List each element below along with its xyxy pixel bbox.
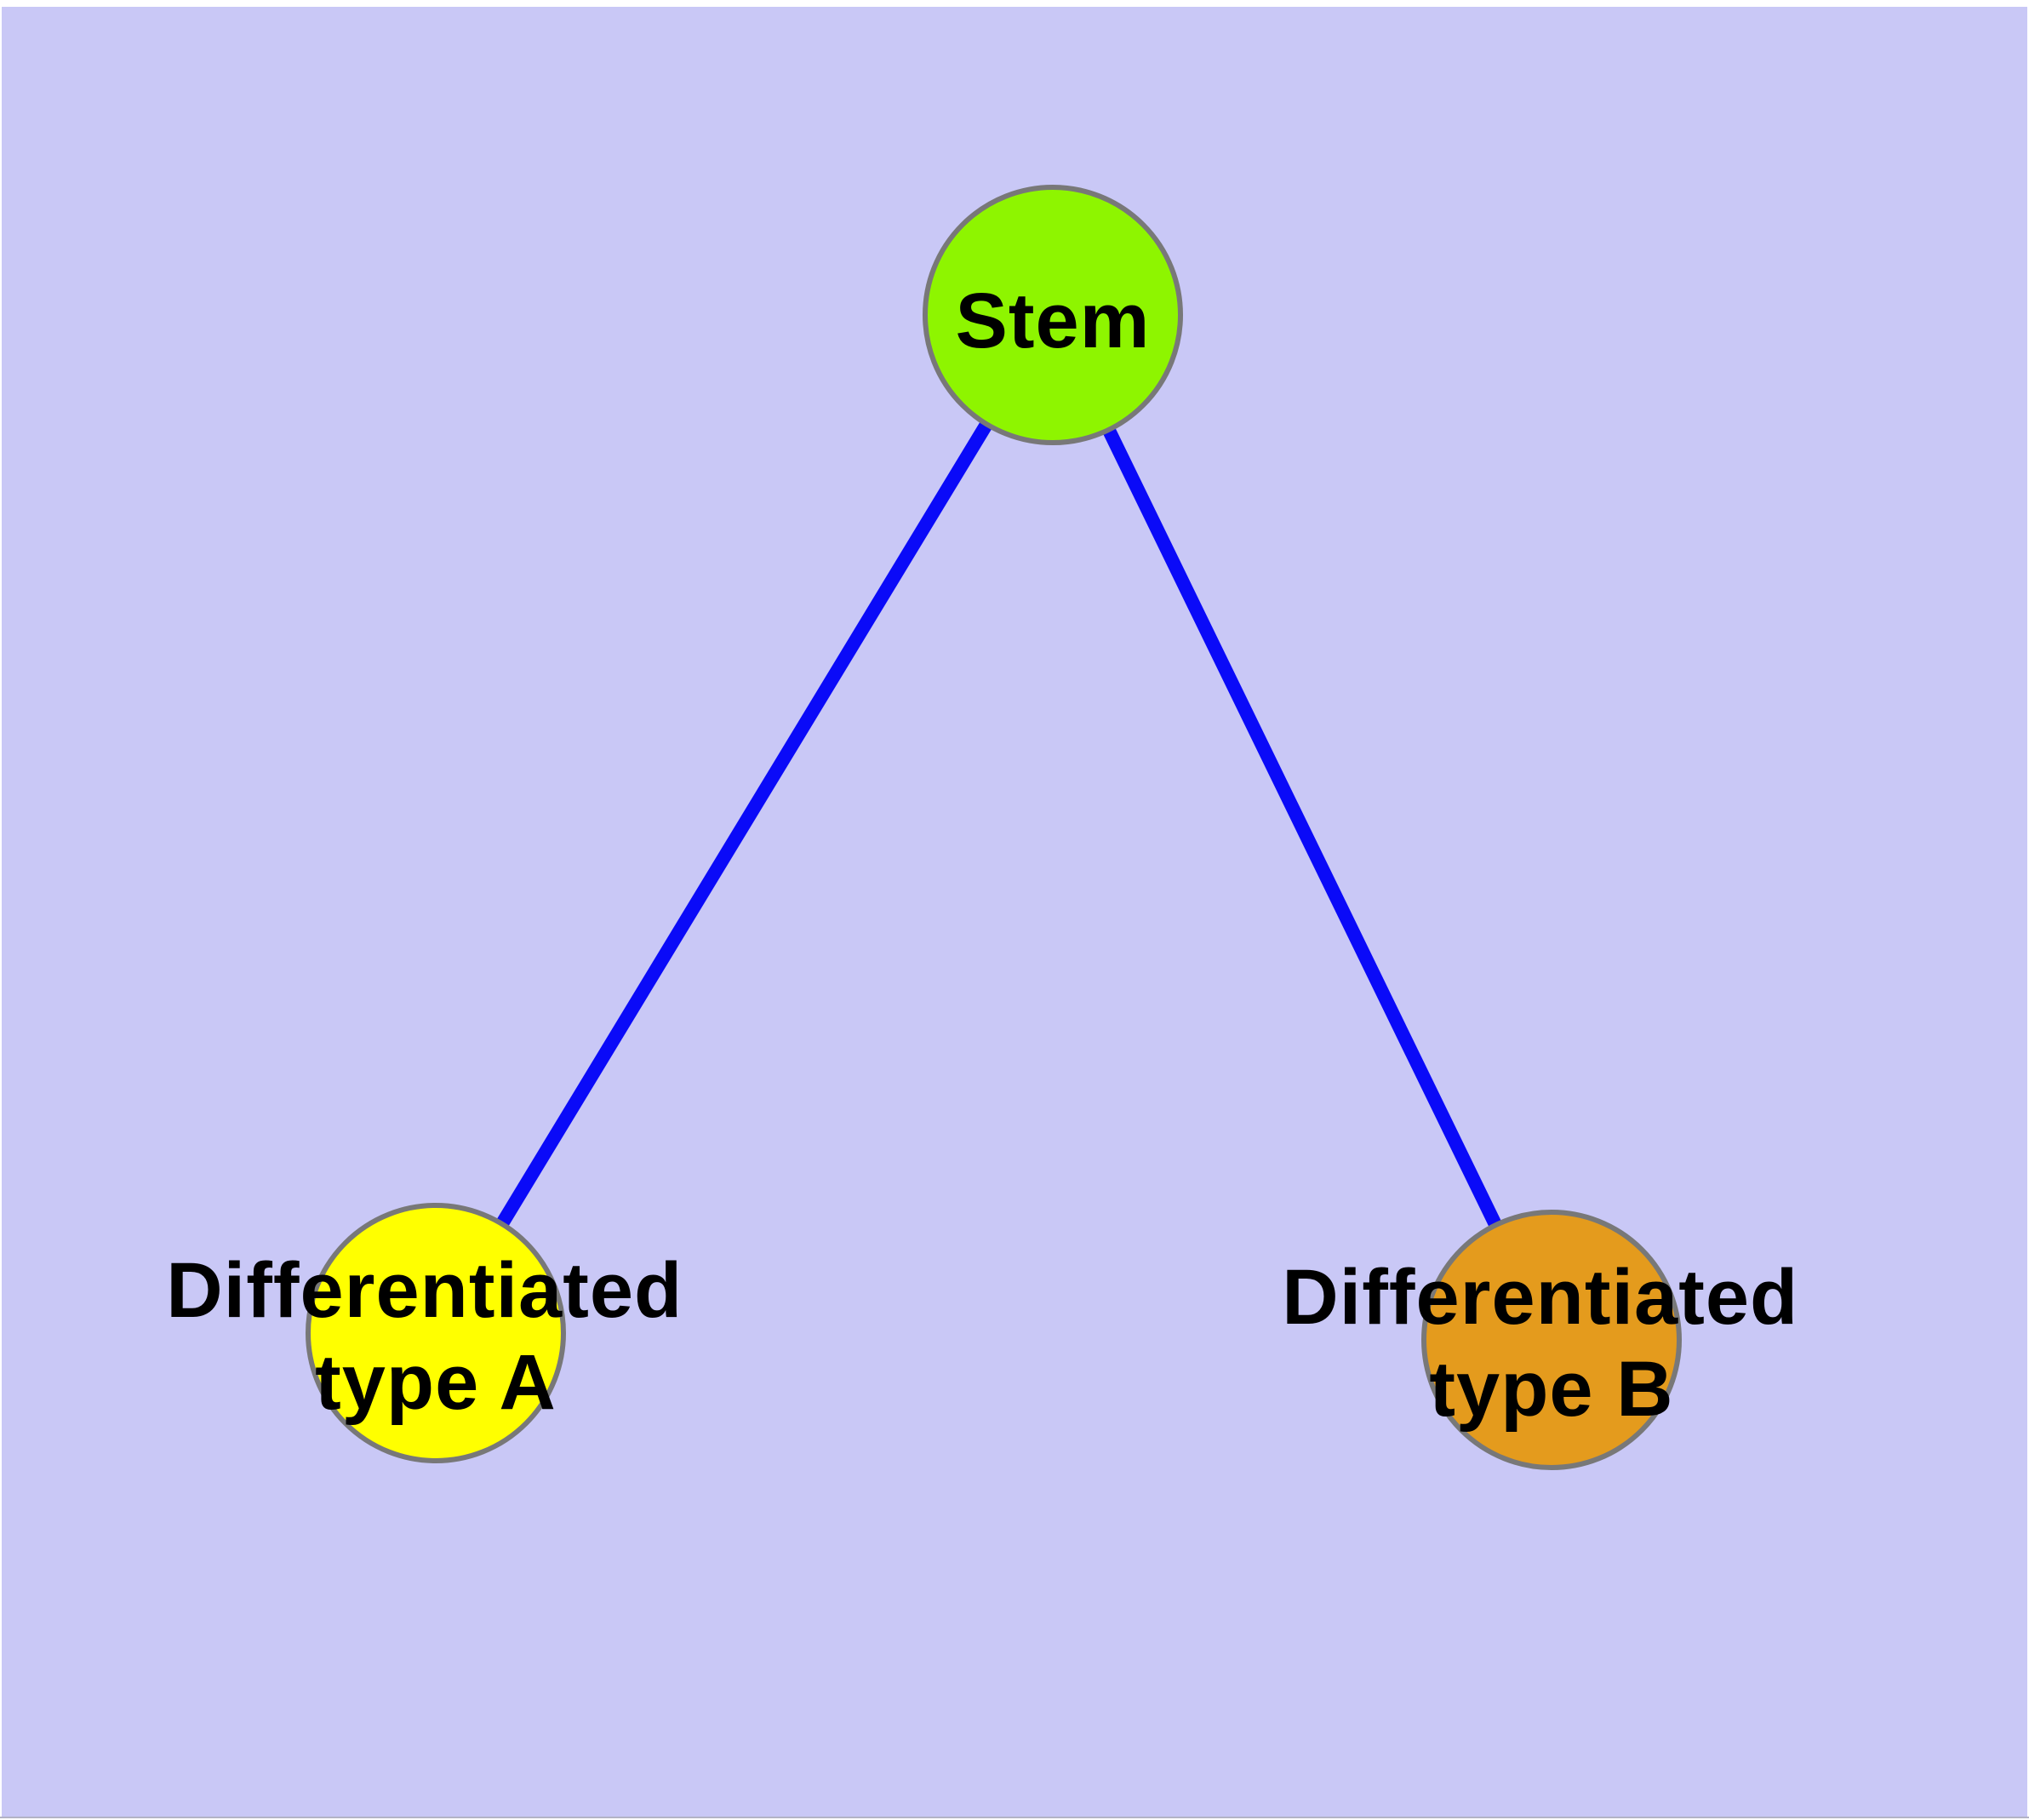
canvas-bottom-edge [0, 1817, 2029, 1818]
node-type-b-label-line1: Differentiated [1282, 1254, 1798, 1341]
edge-stem-to-type-b[interactable] [1046, 312, 1558, 1343]
node-type-a-label: Differentiated type A [166, 1247, 706, 1426]
node-type-b-label: Differentiated type B [1282, 1254, 1821, 1433]
edge-stem-to-type-a[interactable] [430, 311, 1059, 1337]
node-type-a-label-line1: Differentiated [166, 1247, 683, 1334]
node-differentiated-type-b[interactable] [1421, 1210, 1682, 1470]
node-stem[interactable] [923, 185, 1183, 445]
node-differentiated-type-a[interactable] [306, 1203, 566, 1463]
node-type-a-label-line2: type A [315, 1339, 557, 1426]
node-type-b-label-line2: type B [1429, 1346, 1673, 1433]
node-stem-label: Stem [956, 278, 1151, 364]
